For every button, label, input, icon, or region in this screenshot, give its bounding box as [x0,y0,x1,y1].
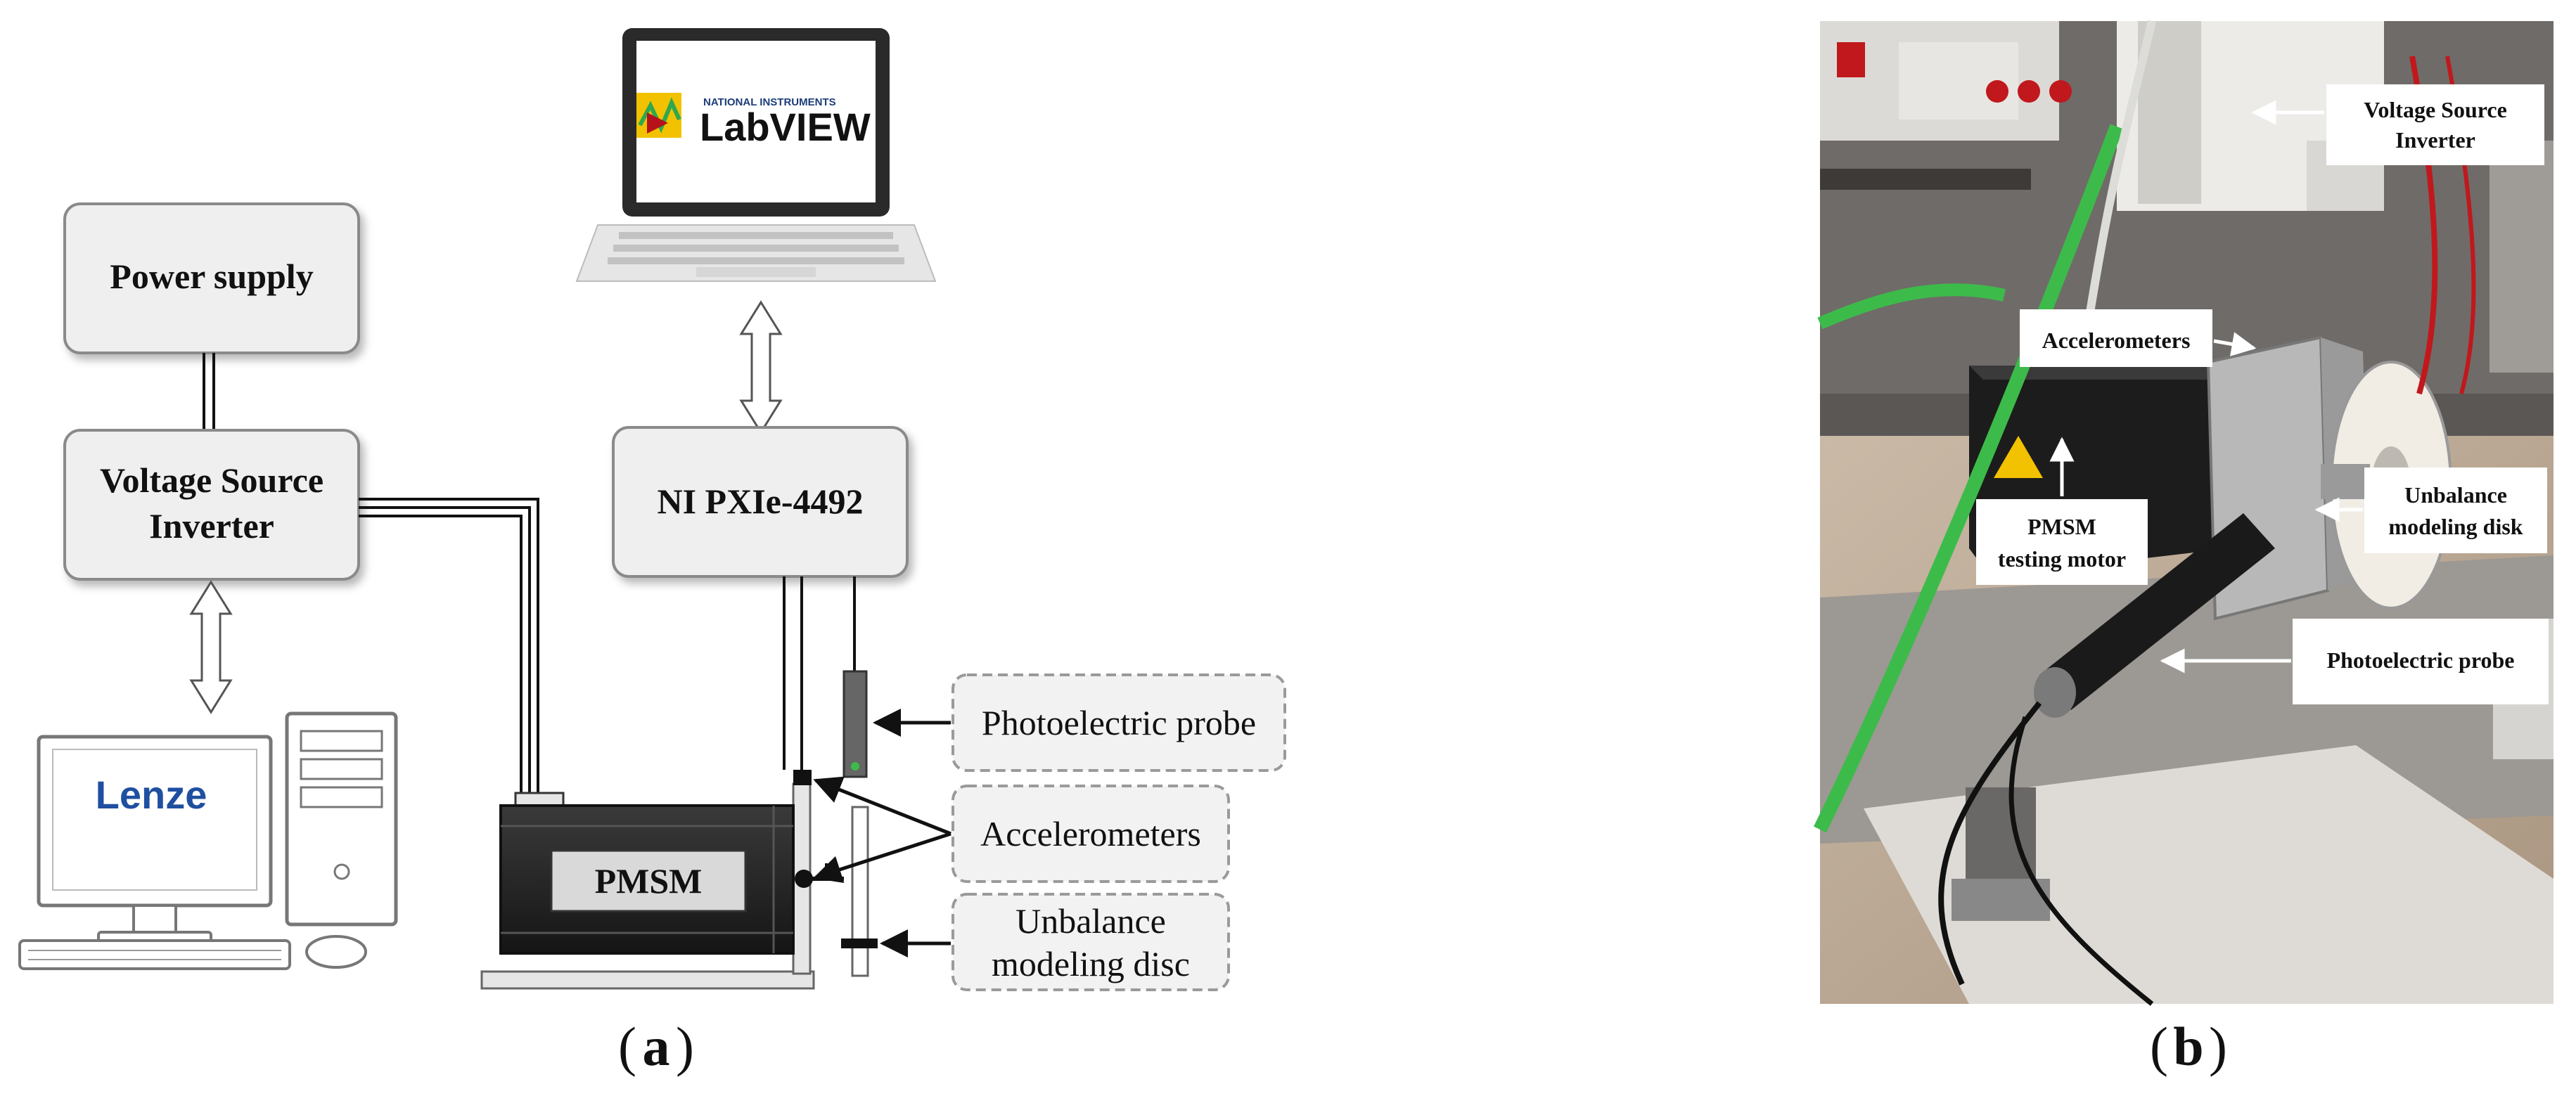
subfig-label-a: ( a ) [618,1016,694,1077]
unbalance-disc [851,806,869,977]
callout-unbalance-label-line1: Unbalance [1015,901,1166,941]
pmsm-label: PMSM [595,861,703,901]
svg-text:): ) [2209,1016,2227,1077]
photo-label-accelerometers [2020,309,2212,367]
unbalance-mass [841,938,878,948]
subfig-label-b: ( b ) [2150,1016,2227,1077]
callout-photoelectric-probe [951,673,1286,772]
labview-logo: NATIONAL INSTRUMENTS LabVIEW [636,93,871,149]
photo-accelerometers-arrow [2213,332,2257,356]
accelerometer-vertical [793,770,812,785]
lenze-logo: Lenze [96,773,207,817]
photoelectric-probe [842,670,868,778]
callout-arrows [813,709,951,957]
vsi-pc-arrow [189,580,233,714]
accelerometer-horizontal [795,870,813,888]
photo-pmsm-line1: PMSM [2027,514,2096,539]
svg-text:(: ( [2150,1016,2168,1077]
photo-vsi-line1: Voltage Source [2364,97,2507,122]
svg-text:(: ( [618,1016,636,1077]
laptop-ni-arrow [739,300,783,434]
photo-label-vsi [2326,84,2544,165]
desktop-pc-icon: Lenze [18,711,398,970]
laptop-icon: NATIONAL INSTRUMENTS LabVIEW [575,28,937,282]
subfig-a-letter: a [643,1016,670,1077]
photo-photoelectric-text: Photoelectric probe [2327,647,2515,673]
vsi-label-line2: Inverter [149,506,274,546]
ni-pxie-label: NI PXIe-4492 [657,482,863,521]
callout-accelerometers-label: Accelerometers [980,814,1201,853]
photo-label-photoelectric [2293,619,2549,704]
power-vsi-cable [203,353,215,430]
motor-base [480,970,815,990]
photo-unbalance-line1: Unbalance [2404,482,2507,508]
subfig-b-letter: b [2173,1016,2203,1077]
photo-accelerometers-text: Accelerometers [2042,328,2191,353]
ni-pxie-box [612,426,909,578]
pmsm-motor [499,792,795,955]
svg-text:): ) [676,1016,694,1077]
power-supply-box [63,202,360,354]
vsi-motor-cable [359,498,539,798]
photo-label-unbalance [2364,467,2547,553]
photo-vsi-line2: Inverter [2395,127,2475,153]
labview-brand-big: LabVIEW [700,105,871,149]
callout-unbalance-label-line2: modeling disc [992,944,1190,983]
ni-wires [783,576,856,770]
vsi-label-line1: Voltage Source [100,460,323,500]
callout-unbalance-disc [951,893,1230,991]
labview-brand-small: NATIONAL INSTRUMENTS [703,96,836,108]
vsi-box [63,429,360,581]
callout-photoelectric-label: Photoelectric probe [982,703,1256,742]
callout-accelerometers [951,785,1230,883]
power-supply-label: Power supply [110,257,313,296]
photo-pmsm-line2: testing motor [1998,546,2126,572]
photo-unbalance-line2: modeling disk [2388,514,2523,539]
photo-label-pmsm [1976,499,2148,585]
